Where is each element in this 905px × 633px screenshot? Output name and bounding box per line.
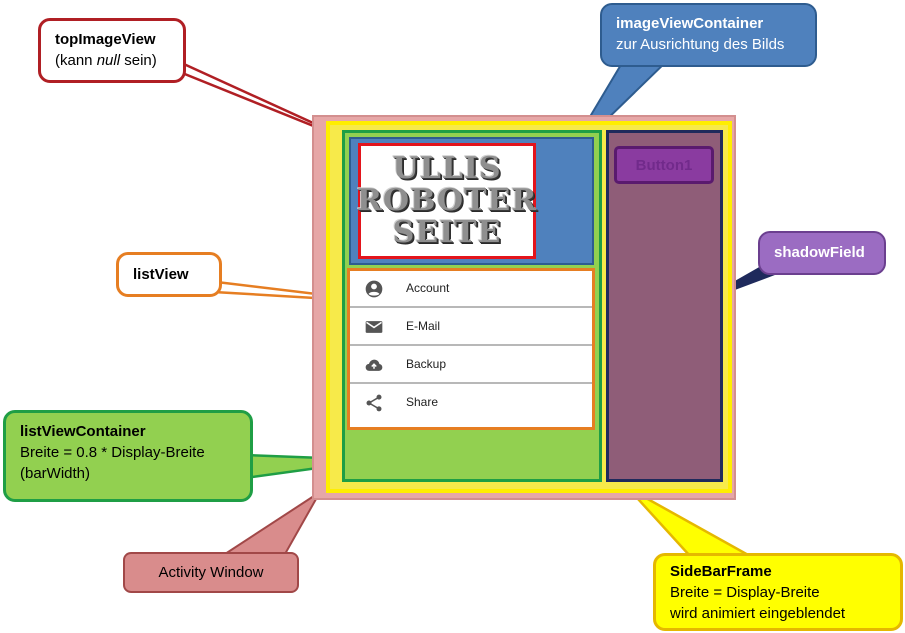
shadow-field — [606, 130, 723, 482]
callout-title: imageViewContainer — [616, 15, 764, 32]
callout-text-line3: (barWidth) — [20, 465, 91, 482]
callout-title: listViewContainer — [20, 423, 146, 440]
list-item-email[interactable]: E-Mail — [350, 309, 592, 346]
cloud-upload-icon — [365, 359, 383, 371]
callout-title: listView — [133, 266, 189, 283]
list-item-account[interactable]: Account — [350, 271, 592, 308]
callout-title: topImageView — [55, 31, 156, 48]
callout-title: SideBarFrame — [670, 563, 772, 580]
callout-title: Activity Window — [158, 564, 264, 581]
callout-title: shadowField — [774, 244, 865, 261]
callout-text-line2: Breite = Display-Breite — [670, 584, 820, 601]
list-item-backup[interactable]: Backup — [350, 347, 592, 384]
logo-line-1: ULLIS — [392, 151, 502, 186]
list-item-share[interactable]: Share — [350, 385, 592, 422]
callout-list-view: listView — [116, 252, 222, 297]
account-icon — [365, 280, 383, 298]
share-icon — [366, 394, 382, 412]
logo-line-3: SEITE — [392, 215, 502, 250]
callout-text-null: null — [96, 52, 121, 69]
callout-text-pre: (kann — [55, 52, 97, 69]
callout-side-bar-frame: SideBarFrame Breite = Display-Breite wir… — [653, 553, 903, 631]
logo-line-2: ROBOTER — [356, 183, 538, 218]
callout-text: zur Ausrichtung des Bilds — [616, 36, 785, 53]
callout-text-line3: wird animiert eingeblendet — [670, 605, 846, 622]
callout-shadow-field: shadowField — [758, 231, 886, 275]
list-item-label: Share — [406, 395, 439, 409]
button1[interactable]: Button1 — [614, 146, 714, 184]
callout-text-post: sein) — [120, 52, 157, 69]
list-item-label: Account — [406, 281, 450, 295]
callout-activity-window: Activity Window — [123, 552, 299, 593]
callout-text-line2: Breite = 0.8 * Display-Breite — [20, 444, 205, 461]
top-image-view: ULLIS ROBOTER SEITE — [356, 143, 538, 259]
button1-label: Button1 — [635, 156, 693, 174]
list-item-label: E-Mail — [406, 319, 441, 333]
mail-icon — [365, 321, 383, 333]
callout-image-view-container: imageViewContainer zur Ausrichtung des B… — [600, 3, 817, 67]
list-view: Account E-Mail Backup Share — [347, 268, 595, 430]
callout-top-image-view: topImageView (kann null sein) — [38, 18, 186, 83]
list-item-label: Backup — [406, 357, 447, 371]
callout-list-view-container: listViewContainer Breite = 0.8 * Display… — [3, 410, 253, 502]
